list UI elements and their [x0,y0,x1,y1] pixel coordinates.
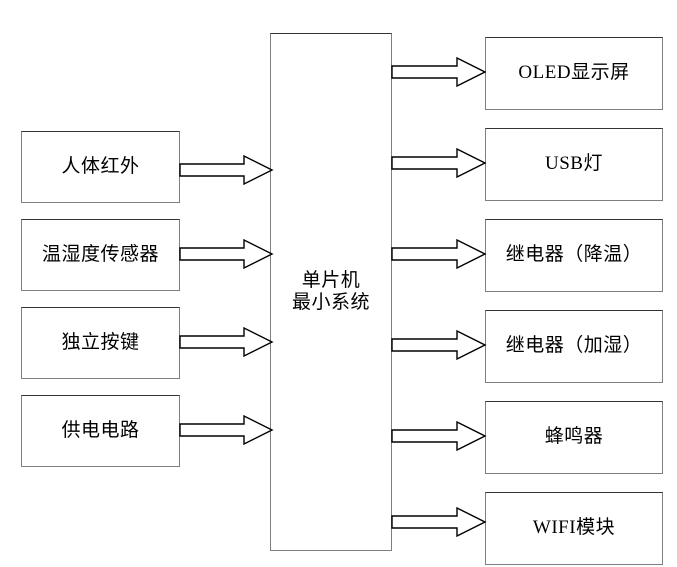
node-input-2[interactable]: 独立按键 [21,307,180,379]
arrow-output-5-icon [391,506,487,538]
node-output-3[interactable]: 继电器（加湿） [485,310,663,383]
node-output-2-label: 继电器（降温） [505,244,643,266]
node-output-2[interactable]: 继电器（降温） [485,219,663,292]
arrow-input-0-icon [179,154,274,186]
arrow-input-1-icon [179,238,274,270]
node-mcu-core[interactable]: 单片机 最小系统 [270,33,392,551]
node-output-1-label: USB灯 [545,153,603,175]
node-output-5[interactable]: WIFI模块 [485,492,663,565]
node-output-0-label: OLED显示屏 [518,62,630,84]
node-output-1[interactable]: USB灯 [485,128,663,201]
node-output-0[interactable]: OLED显示屏 [485,37,663,110]
node-input-2-label: 独立按键 [61,331,140,353]
arrow-output-3-icon [391,329,487,361]
arrow-output-2-icon [391,238,487,270]
arrow-input-2-icon [179,326,274,358]
arrow-output-4-icon [391,420,487,452]
node-output-5-label: WIFI模块 [532,517,616,539]
node-output-3-label: 继电器（加湿） [505,335,643,357]
node-output-4-label: 蜂鸣器 [544,426,604,448]
arrow-output-0-icon [391,56,487,88]
node-mcu-core-label: 单片机 最小系统 [291,269,370,313]
node-input-1[interactable]: 温湿度传感器 [21,219,180,291]
node-input-3[interactable]: 供电电路 [21,395,180,467]
node-output-4[interactable]: 蜂鸣器 [485,401,663,474]
arrow-output-1-icon [391,147,487,179]
node-input-3-label: 供电电路 [61,419,140,441]
node-input-0-label: 人体红外 [61,155,140,177]
node-input-1-label: 温湿度传感器 [41,243,159,265]
arrow-input-3-icon [179,414,274,446]
node-input-0[interactable]: 人体红外 [21,131,180,203]
